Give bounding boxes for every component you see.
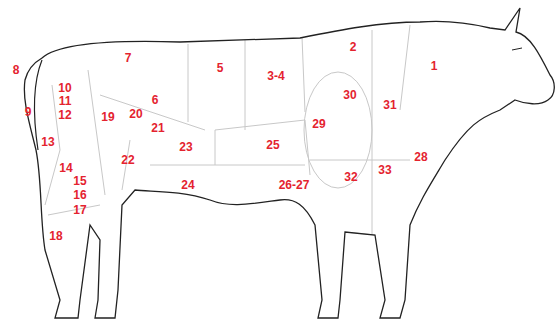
callout-number: 9 [25, 106, 32, 118]
callout-number: 33 [378, 164, 391, 176]
callout-number: 23 [179, 141, 192, 153]
callout-number: 21 [151, 122, 164, 134]
callout-number: 14 [59, 162, 72, 174]
callout-number: 13 [41, 136, 54, 148]
callout-number: 24 [181, 179, 194, 191]
callout-number: 6 [152, 94, 159, 106]
cut-lines [45, 25, 410, 235]
callout-number: 11 [59, 95, 72, 107]
cow-eye [512, 48, 522, 50]
callout-number: 5 [217, 62, 224, 74]
callout-number: 16 [73, 189, 86, 201]
callout-number: 12 [58, 109, 71, 121]
callout-number: 32 [344, 171, 357, 183]
cow-tail [35, 60, 42, 150]
callout-number: 29 [312, 118, 325, 130]
callout-number: 1 [431, 60, 438, 72]
callout-number: 2 [350, 41, 357, 53]
callout-number: 8 [13, 64, 20, 76]
callout-number: 10 [58, 82, 71, 94]
callout-number: 25 [266, 139, 279, 151]
callout-number: 18 [49, 230, 62, 242]
cow-outline [24, 8, 554, 318]
callout-number: 15 [73, 175, 86, 187]
callout-number: 17 [73, 204, 86, 216]
callout-number: 22 [121, 154, 134, 166]
callout-number: 28 [414, 151, 427, 163]
callout-number: 7 [125, 52, 132, 64]
callout-number: 26-27 [279, 179, 310, 191]
callout-number: 30 [343, 89, 356, 101]
callout-number: 19 [101, 111, 114, 123]
callout-number: 20 [129, 108, 142, 120]
callout-number: 3-4 [267, 70, 284, 82]
callout-number: 31 [383, 99, 396, 111]
